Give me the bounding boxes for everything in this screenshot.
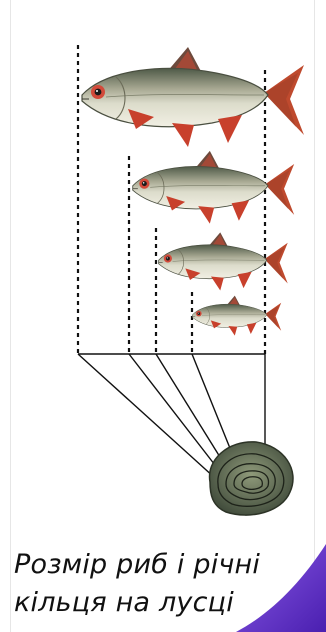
fish-illustration-medium bbox=[159, 232, 288, 290]
fish-growth-diagram bbox=[0, 0, 326, 534]
caption-block: Розмір риб і річні кільця на лусці bbox=[0, 534, 326, 632]
fish-illustration-large bbox=[133, 151, 294, 224]
fish-illustration-largest bbox=[82, 47, 304, 147]
figure-caption: Розмір риб і річні кільця на лусці bbox=[14, 546, 304, 622]
fish-illustration-small bbox=[192, 296, 281, 336]
fish-scale-illustration bbox=[210, 442, 293, 515]
